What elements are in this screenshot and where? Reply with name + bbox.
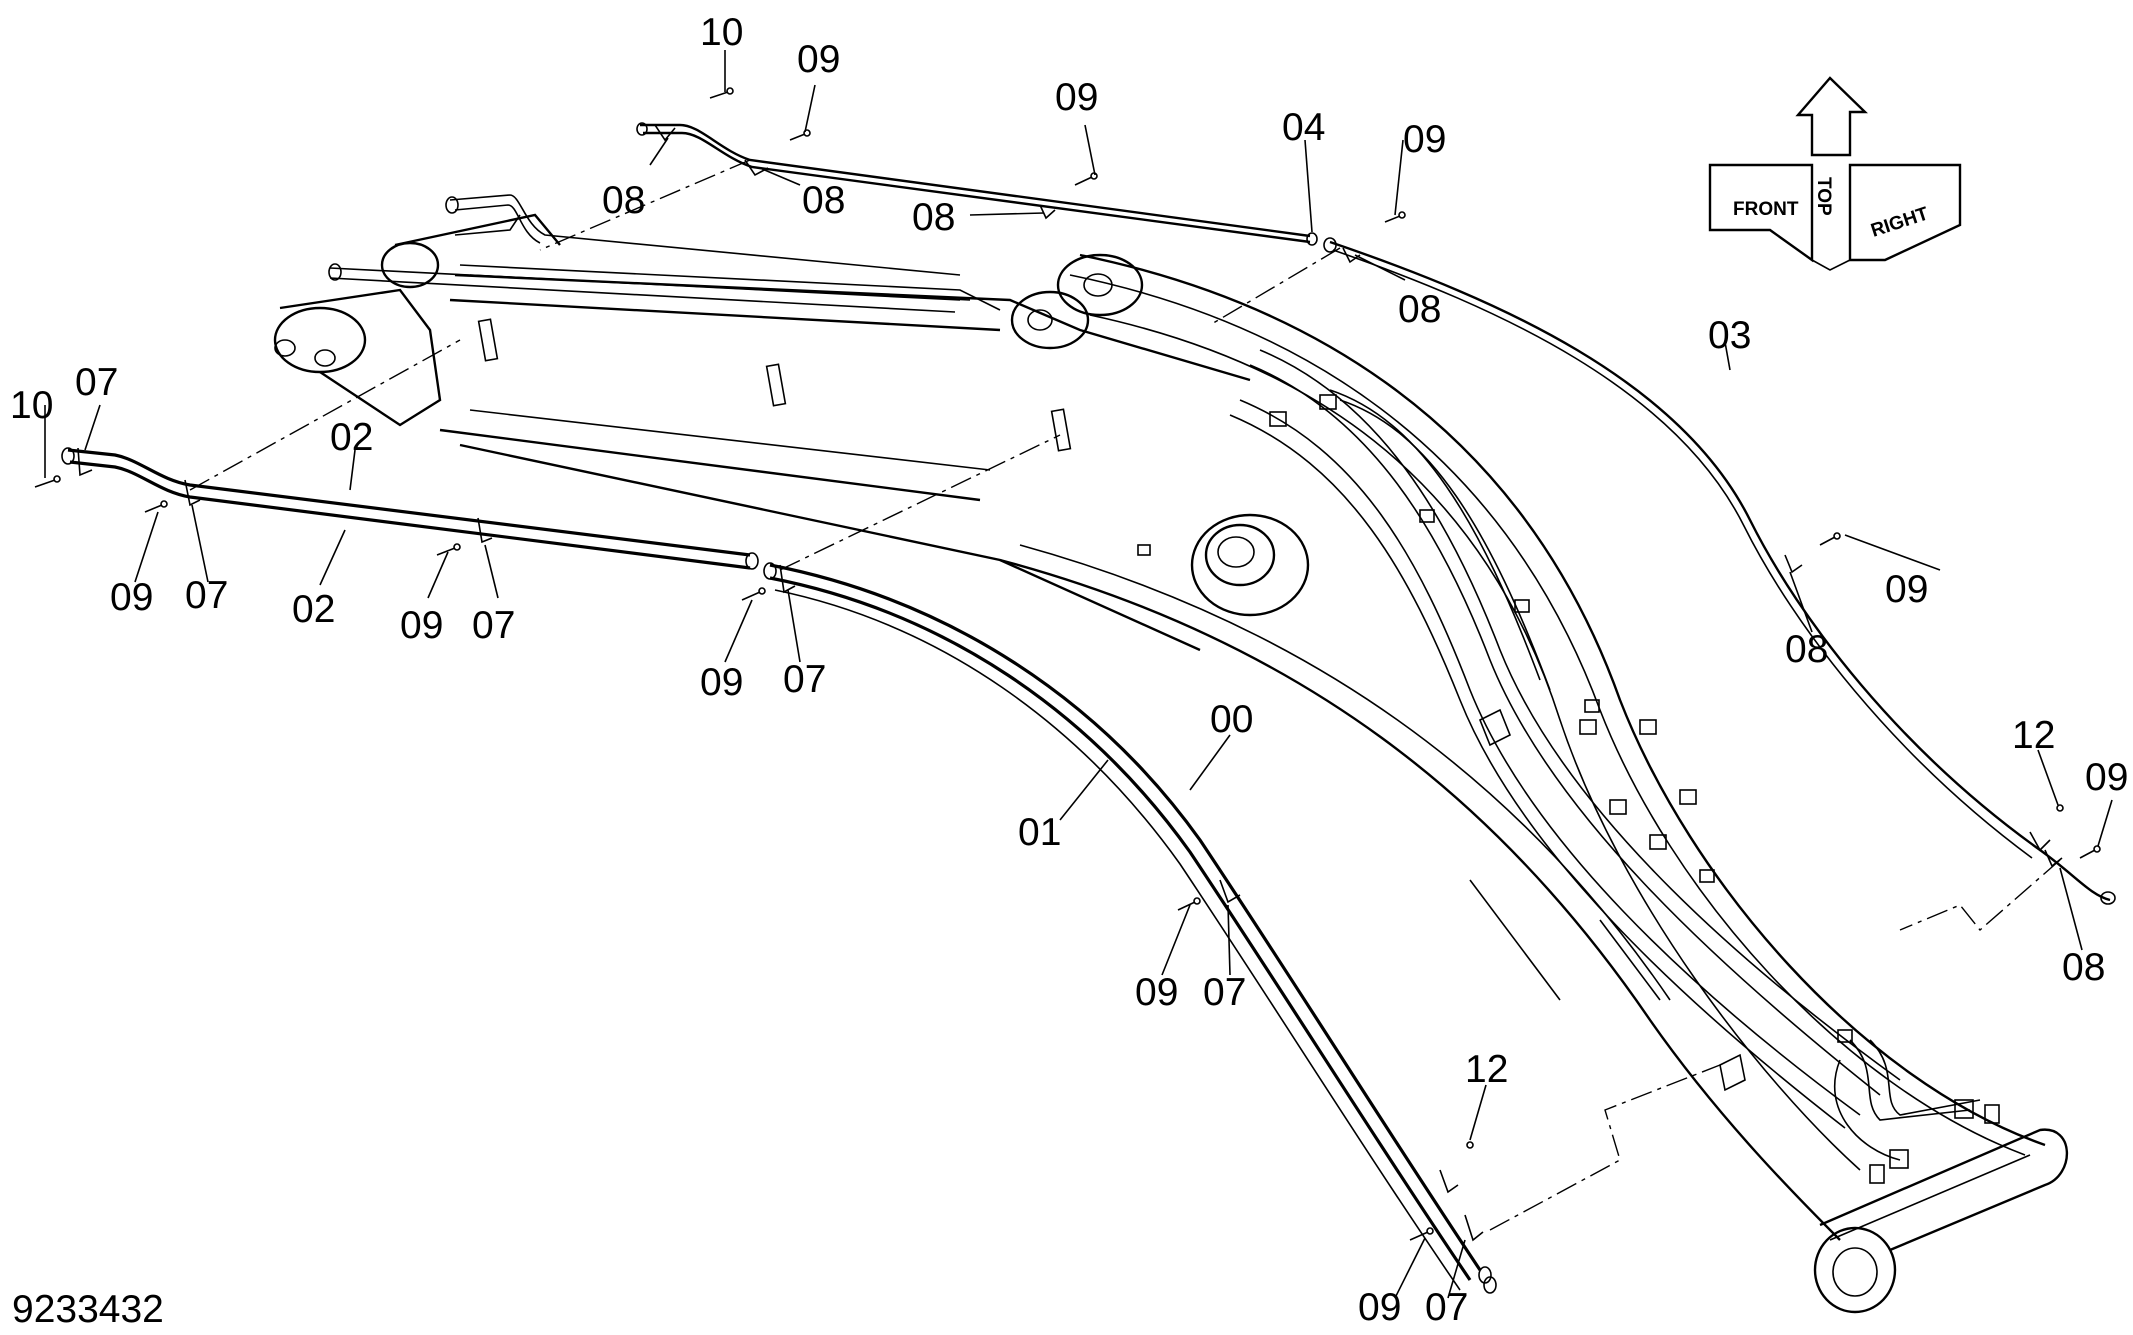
part-label-09: 09 — [2085, 756, 2128, 799]
assembly-lines — [189, 159, 2061, 1231]
part-label-09: 09 — [1055, 76, 1098, 119]
part-label-09: 09 — [1135, 971, 1178, 1014]
part-label-08: 08 — [912, 196, 955, 239]
front-label: FRONT — [1733, 199, 1799, 220]
pipe-02 — [34, 447, 766, 601]
part-label-07: 07 — [472, 604, 515, 647]
part-label-00: 00 — [1210, 698, 1253, 741]
part-label-08: 08 — [602, 179, 645, 222]
part-label-09: 09 — [1358, 1286, 1401, 1329]
part-label-01: 01 — [1018, 811, 1061, 854]
part-label-09: 09 — [1403, 118, 1446, 161]
part-label-10: 10 — [10, 384, 53, 427]
part-labels: 10 09 09 08 08 08 04 09 08 03 10 07 02 0… — [10, 11, 2128, 1329]
pipe-01 — [763, 562, 1497, 1294]
leader-lines — [44, 50, 2113, 1299]
part-label-07: 07 — [1425, 1286, 1468, 1329]
part-label-07: 07 — [1203, 971, 1246, 1014]
part-label-08: 08 — [802, 179, 845, 222]
part-label-09: 09 — [400, 604, 443, 647]
part-label-12: 12 — [1465, 1048, 1508, 1091]
part-label-09: 09 — [797, 38, 840, 81]
part-label-10: 10 — [700, 11, 743, 54]
boom-body — [273, 213, 2069, 1314]
part-label-09: 09 — [110, 576, 153, 619]
right-label: RIGHT — [1868, 203, 1931, 241]
part-label-09: 09 — [1885, 568, 1928, 611]
part-label-07: 07 — [185, 574, 228, 617]
part-label-02: 02 — [330, 416, 373, 459]
part-label-08: 08 — [1398, 288, 1441, 331]
pipe-04 — [636, 87, 1318, 246]
part-label-07: 07 — [75, 361, 118, 404]
part-label-12: 12 — [2012, 714, 2055, 757]
part-label-08: 08 — [2062, 946, 2105, 989]
part-label-09: 09 — [700, 661, 743, 704]
part-label-08: 08 — [1785, 628, 1828, 671]
part-label-04: 04 — [1282, 106, 1325, 149]
part-label-07: 07 — [783, 658, 826, 701]
top-label: TOP — [1813, 177, 1834, 216]
part-label-02: 02 — [292, 588, 335, 631]
boom-pipes — [328, 194, 2000, 1184]
drawing-code: 9233432 — [12, 1288, 164, 1331]
pipe-03 — [1323, 211, 2116, 905]
orientation-icon: FRONT TOP RIGHT — [1708, 76, 1962, 271]
part-label-03: 03 — [1708, 314, 1751, 357]
